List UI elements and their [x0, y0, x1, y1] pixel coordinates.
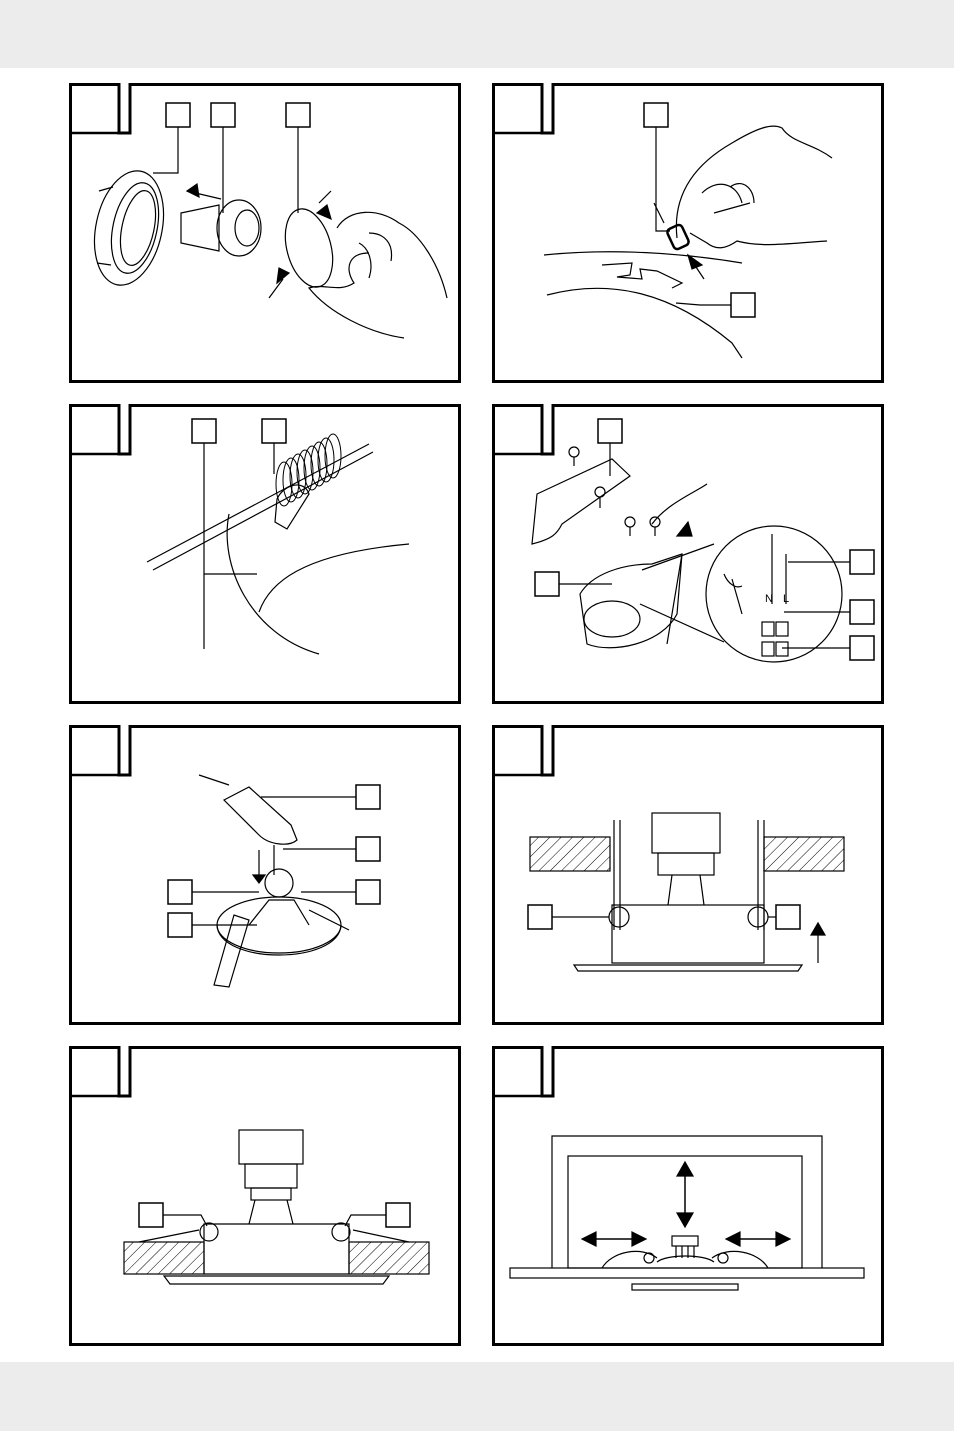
figure-number-box — [69, 83, 121, 135]
callout-box-c — [285, 102, 311, 128]
figure-panel-8 — [492, 1046, 884, 1346]
figure-panel-2 — [492, 83, 884, 383]
figure-panel-3 — [69, 404, 461, 704]
figure-panel-6 — [492, 725, 884, 1025]
figure-panel-5 — [69, 725, 461, 1025]
wiring-label-n: N — [765, 593, 773, 605]
figure-panel-7 — [69, 1046, 461, 1346]
bottom-margin-band — [0, 1362, 954, 1431]
top-margin-band — [0, 0, 954, 68]
callout-box-a — [165, 102, 191, 128]
callout-box-b — [210, 102, 236, 128]
figure-panel-1 — [69, 83, 461, 383]
figure-panel-4: N L — [492, 404, 884, 704]
